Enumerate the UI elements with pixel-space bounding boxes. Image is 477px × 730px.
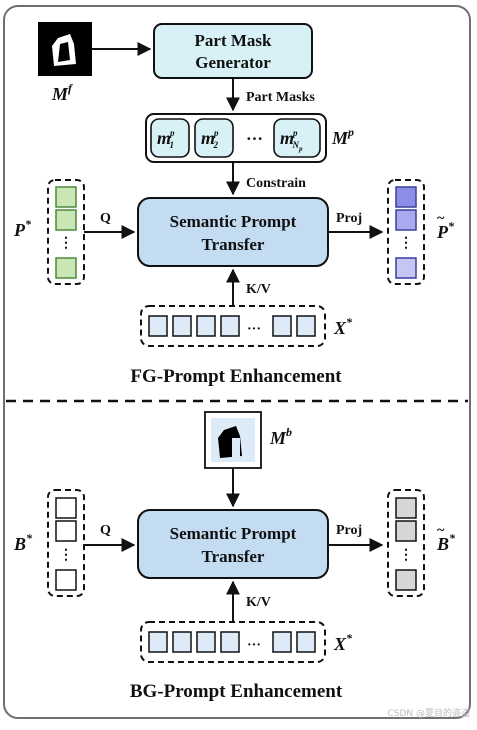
fg-tokens-label: X* (333, 315, 353, 338)
fg-refined-token (395, 257, 417, 279)
fg-prompt-label: P* (13, 217, 32, 240)
mask-item-n (273, 118, 321, 158)
mask-item-1 (150, 118, 190, 158)
bg-section-title: BG-Prompt Enhancement (130, 681, 343, 702)
fg-transfer-line-1: Semantic Prompt (170, 212, 297, 231)
fg-prompt-token (55, 186, 77, 208)
fg-prompt-token (55, 257, 77, 279)
fg-tokens-group (140, 305, 326, 347)
fg-refined-token (395, 186, 417, 208)
bg-prompt-group (47, 489, 85, 597)
bg-prompt-token (55, 497, 77, 519)
bg-tokens-label: X* (333, 631, 353, 654)
fg-refined-label: P* (436, 219, 455, 242)
bg-prompt-token (55, 569, 77, 591)
bg-tokens-group (140, 621, 326, 663)
fg-prompt-token (55, 209, 77, 231)
generator-line-1: Part Mask (195, 31, 273, 50)
mask-ellipsis: ··· (246, 129, 263, 148)
fg-proj-label: Proj (336, 211, 362, 226)
bg-kv-label: K/V (246, 595, 271, 610)
outer-frame (3, 5, 471, 719)
bg-proj-label: Proj (336, 523, 362, 538)
fg-kv-label: K/V (246, 282, 271, 297)
fg-refined-token (395, 209, 417, 231)
fg-token-row (148, 315, 316, 337)
constrain-label: Constrain (246, 176, 306, 191)
bg-mask-label: Mb (269, 425, 292, 448)
fg-prompt-vellipsis: ⋮ (59, 236, 73, 251)
fg-token-ellipsis: ··· (247, 322, 261, 337)
fg-refined-tilde: ~ (437, 211, 445, 226)
bg-refined-token (395, 497, 417, 519)
fg-mask-icon (38, 22, 92, 76)
bg-transfer-line-1: Semantic Prompt (170, 524, 297, 543)
watermark: CSDN @夏目的盗盗 (387, 707, 470, 719)
bg-refined-label: B* (436, 531, 456, 554)
part-masks-label: Part Masks (246, 90, 315, 105)
bg-q-label: Q (100, 523, 111, 538)
bg-prompt-label: B* (13, 531, 33, 554)
fg-mask-label: Mf (51, 81, 73, 104)
fg-transfer-line-2: Transfer (202, 235, 265, 254)
bg-mask-icon (211, 418, 255, 462)
fg-refined-group (387, 179, 425, 285)
bg-token-ellipsis: ··· (247, 638, 261, 653)
bg-transfer-line-2: Transfer (202, 547, 265, 566)
mask-item-2 (194, 118, 234, 158)
bg-refined-vellipsis: ⋮ (399, 548, 413, 563)
bg-prompt-token (55, 520, 77, 542)
bg-token-row (148, 631, 316, 653)
bg-transfer-box (137, 509, 329, 579)
bg-refined-tilde: ~ (437, 523, 445, 538)
fg-q-label: Q (100, 211, 111, 226)
generator-line-2: Generator (195, 53, 271, 72)
bg-refined-token (395, 569, 417, 591)
bg-prompt-vellipsis: ⋮ (59, 548, 73, 563)
fg-refined-vellipsis: ⋮ (399, 236, 413, 251)
fg-prompt-group (47, 179, 85, 285)
fg-transfer-box (137, 197, 329, 267)
fg-section-title: FG-Prompt Enhancement (130, 366, 342, 387)
bg-refined-token (395, 520, 417, 542)
mp-label: Mp (331, 125, 354, 148)
bg-refined-group (387, 489, 425, 597)
